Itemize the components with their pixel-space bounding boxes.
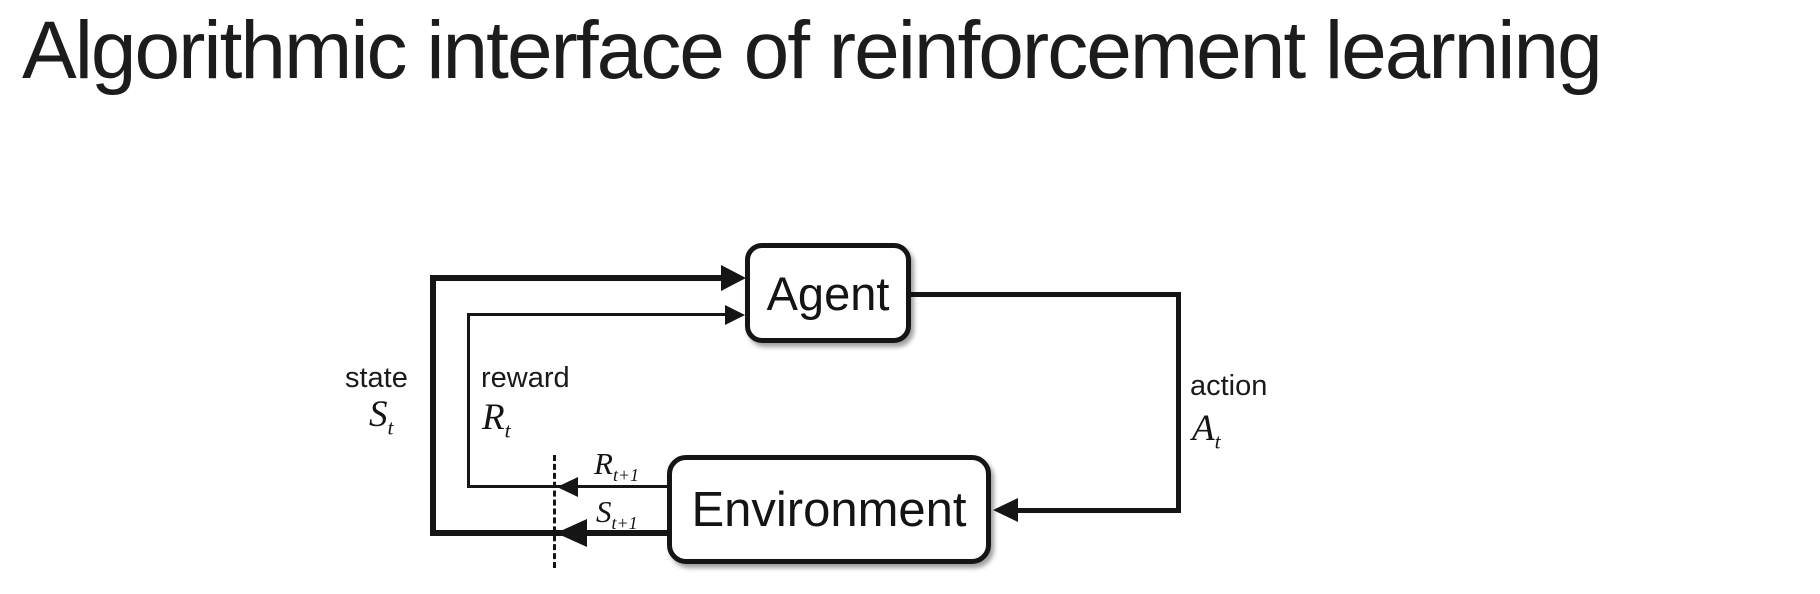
- state-line-bottom: [430, 530, 668, 536]
- next-reward-symbol-sub: t+1: [612, 465, 640, 486]
- agent-box: Agent: [745, 243, 911, 343]
- state-symbol: St: [369, 393, 394, 440]
- slide-title: Algorithmic interface of reinforcement l…: [22, 5, 1603, 96]
- environment-box: Environment: [667, 455, 991, 564]
- next-reward-symbol-base: R: [594, 446, 613, 481]
- action-label: action: [1190, 370, 1268, 402]
- next-state-symbol: St+1: [596, 494, 638, 534]
- action-line-right: [1176, 292, 1181, 513]
- state-arrowhead-into-agent: [721, 265, 746, 291]
- environment-box-label: Environment: [691, 482, 967, 537]
- action-line-top: [908, 292, 1181, 297]
- next-state-symbol-sub: t+1: [611, 513, 638, 534]
- state-line-left: [430, 275, 436, 536]
- reward-line-top: [467, 313, 728, 316]
- state-line-top: [430, 275, 723, 281]
- timestep-dashed-divider: [553, 455, 556, 568]
- action-symbol-base: A: [1192, 408, 1215, 449]
- reward-symbol-base: R: [482, 397, 505, 438]
- next-reward-symbol: Rt+1: [594, 446, 640, 486]
- state-symbol-base: S: [369, 394, 388, 435]
- next-state-symbol-base: S: [596, 494, 612, 529]
- agent-box-label: Agent: [766, 266, 890, 320]
- action-arrowhead-into-environment: [993, 498, 1018, 522]
- reward-arrowhead-into-agent: [725, 305, 745, 325]
- reward-symbol-sub: t: [504, 418, 511, 443]
- reward-symbol: Rt: [482, 396, 511, 443]
- action-symbol-sub: t: [1214, 429, 1221, 454]
- reward-label: reward: [481, 362, 570, 394]
- reward-line-left: [467, 313, 470, 488]
- action-symbol: At: [1192, 407, 1221, 454]
- action-line-bottom: [1016, 508, 1181, 513]
- next-state-arrowhead: [556, 519, 587, 547]
- state-symbol-sub: t: [387, 415, 394, 440]
- state-label: state: [345, 362, 408, 394]
- next-reward-arrowhead: [557, 477, 578, 497]
